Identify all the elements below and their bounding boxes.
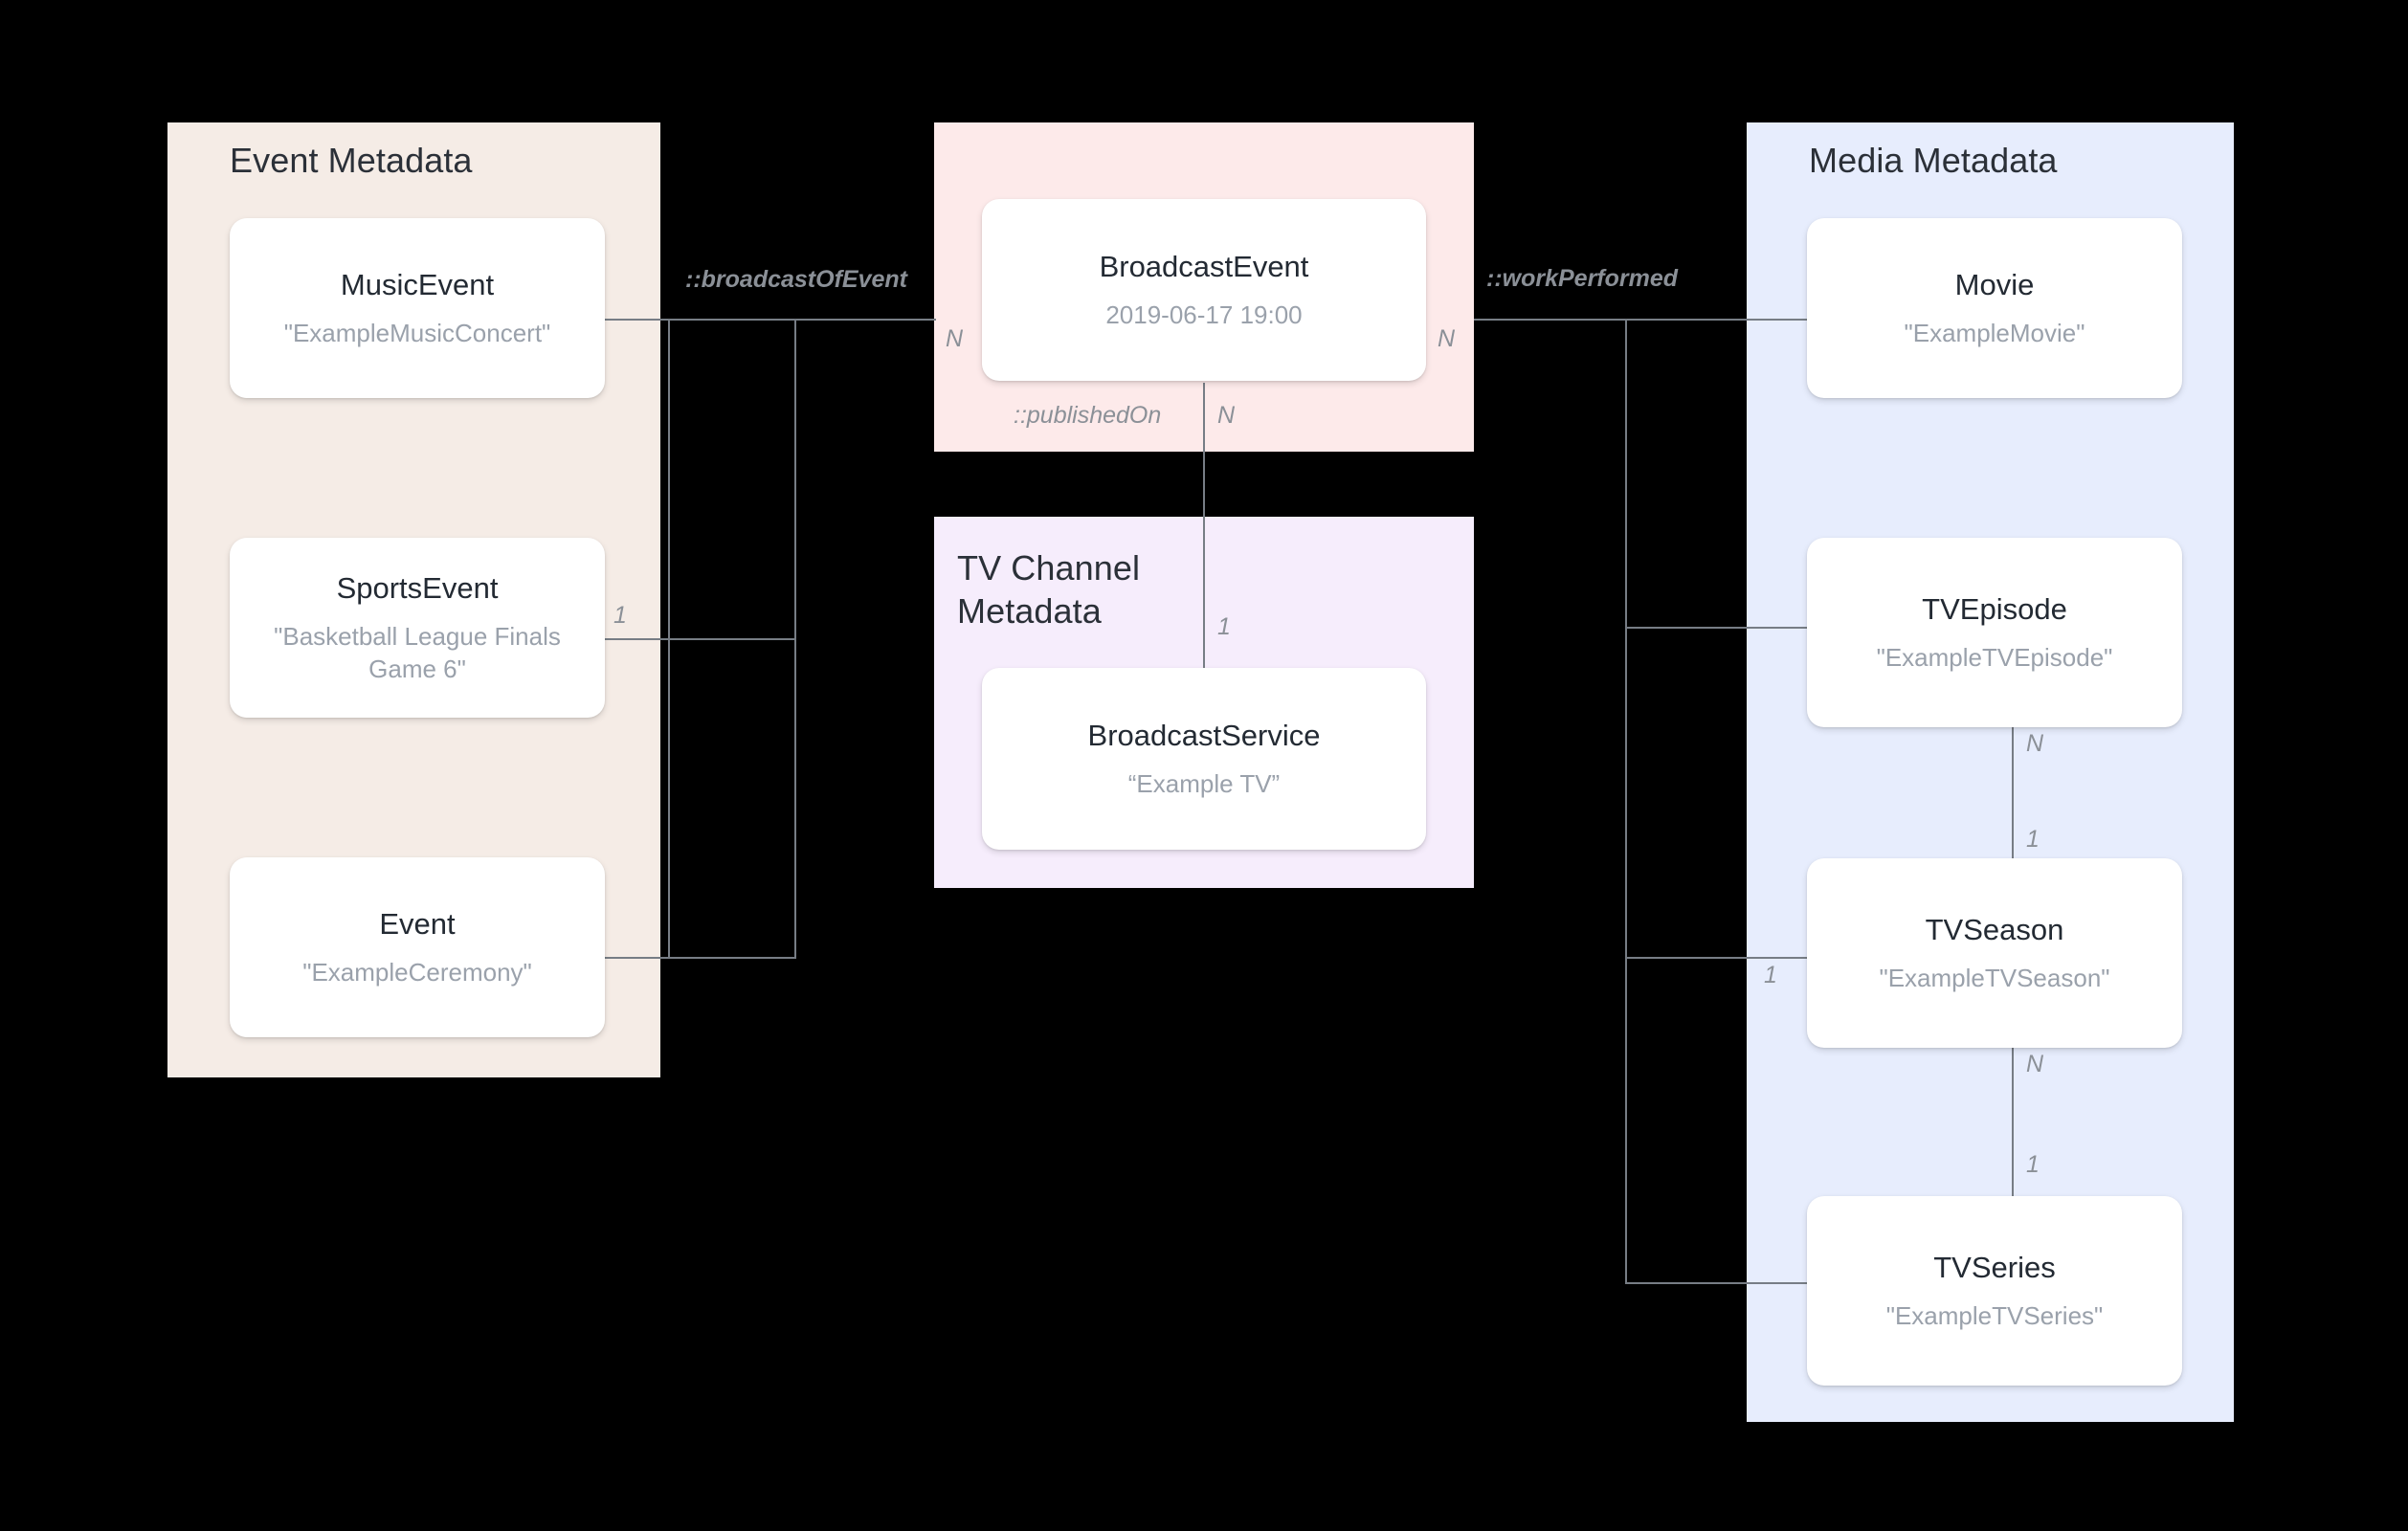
cardinality-sportsevent-right: 1 — [613, 602, 627, 629]
node-broadcastservice[interactable]: BroadcastService “Example TV” — [982, 668, 1426, 850]
node-movie-value: "ExampleMovie" — [1904, 318, 2085, 347]
cardinality-broadcastservice-top: 1 — [1217, 613, 1231, 640]
relation-label-publishedon: ::publishedOn — [1014, 402, 1162, 429]
cardinality-tvseries-top: 1 — [2026, 1151, 2040, 1178]
cardinality-tvseason-top: 1 — [2026, 826, 2040, 853]
node-broadcastservice-type: BroadcastService — [1087, 718, 1321, 752]
node-tvepisode-value: "ExampleTVEpisode" — [1876, 642, 2113, 672]
node-musicevent-value: "ExampleMusicConcert" — [283, 318, 551, 347]
edge-tvseason-stub — [1625, 957, 1807, 959]
node-sportsevent-type: SportsEvent — [336, 570, 499, 605]
node-broadcastevent[interactable]: BroadcastEvent 2019-06-17 19:00 — [982, 199, 1426, 381]
edge-sportsevent-stub — [605, 638, 796, 640]
cardinality-broadcastevent-left: N — [946, 325, 964, 352]
group-title-event-metadata: Event Metadata — [230, 141, 473, 180]
node-broadcastevent-type: BroadcastEvent — [1099, 249, 1309, 283]
node-musicevent[interactable]: MusicEvent "ExampleMusicConcert" — [230, 218, 605, 398]
cardinality-tvseason-left: 1 — [1764, 962, 1777, 988]
node-event-value: "ExampleCeremony" — [302, 957, 532, 987]
node-movie[interactable]: Movie "ExampleMovie" — [1807, 218, 2182, 398]
edge-workperformed-trunk — [1625, 319, 1627, 1282]
group-title-tv-channel-metadata: TV Channel Metadata — [957, 548, 1141, 631]
node-broadcastservice-value: “Example TV” — [1127, 768, 1281, 798]
node-broadcastevent-value: 2019-06-17 19:00 — [1105, 300, 1303, 329]
node-tvseries[interactable]: TVSeries "ExampleTVSeries" — [1807, 1196, 2182, 1386]
cardinality-tvepisode-bottom: N — [2026, 730, 2044, 757]
edge-event-stub — [605, 957, 796, 959]
edge-musicevent-stub — [605, 319, 796, 321]
edge-tvseason-to-tvseries — [2012, 1048, 2014, 1254]
edge-tvseries-stub — [1625, 1282, 1807, 1284]
node-movie-type: Movie — [1954, 267, 2035, 301]
node-tvseason[interactable]: TVSeason "ExampleTVSeason" — [1807, 858, 2182, 1048]
relation-label-broadcastofevent: ::broadcastOfEvent — [685, 266, 907, 293]
node-sportsevent[interactable]: SportsEvent "Basketball League Finals Ga… — [230, 538, 605, 718]
node-musicevent-type: MusicEvent — [340, 267, 495, 301]
edge-tvepisode-to-tvseason — [2012, 727, 2014, 933]
relation-label-workperformed: ::workPerformed — [1486, 265, 1679, 292]
node-tvseries-type: TVSeries — [1933, 1250, 2056, 1284]
cardinality-tvseason-bottom: N — [2026, 1051, 2044, 1077]
edge-publishedon-vertical — [1203, 383, 1205, 670]
cardinality-broadcastevent-right: N — [1438, 325, 1456, 352]
edge-event-group-subtrunk — [668, 319, 670, 957]
group-title-media-metadata: Media Metadata — [1809, 141, 2058, 180]
cardinality-broadcastevent-bottom: N — [1217, 402, 1236, 429]
node-sportsevent-value: "Basketball League Finals Game 6" — [274, 621, 561, 683]
node-tvepisode-type: TVEpisode — [1922, 591, 2067, 626]
edge-tvepisode-stub — [1625, 627, 1807, 629]
node-tvseason-type: TVSeason — [1925, 912, 2064, 946]
node-tvepisode[interactable]: TVEpisode "ExampleTVEpisode" — [1807, 538, 2182, 727]
node-tvseason-value: "ExampleTVSeason" — [1879, 963, 2110, 992]
edge-workperformed-out-of-broadcastevent — [1474, 319, 1627, 321]
edge-movie-stub — [1625, 319, 1807, 321]
node-event-type: Event — [379, 906, 456, 941]
edge-broadcastofevent-trunk — [794, 319, 796, 957]
node-tvseries-value: "ExampleTVSeries" — [1885, 1300, 2104, 1330]
node-event[interactable]: Event "ExampleCeremony" — [230, 857, 605, 1037]
edge-broadcastofevent-into-broadcastevent — [794, 319, 936, 321]
